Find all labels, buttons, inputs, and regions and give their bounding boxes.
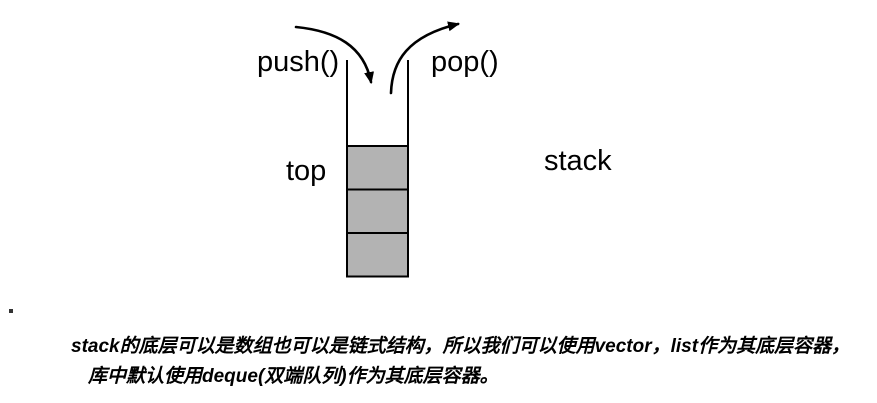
stack-cell bbox=[346, 188, 409, 234]
stack-cell bbox=[346, 232, 409, 278]
top-label: top bbox=[286, 155, 327, 187]
caption-text: stack的底层可以是数组也可以是链式结构，所以我们可以使用vector，lis… bbox=[71, 332, 861, 392]
stray-dot-mark bbox=[9, 309, 13, 313]
stack-label: stack bbox=[544, 145, 612, 177]
push-arrow bbox=[294, 25, 374, 84]
pop-arrow bbox=[389, 21, 460, 95]
stack-cell bbox=[346, 145, 409, 191]
caption-line-1: stack的底层可以是数组也可以是链式结构，所以我们可以使用vector，lis… bbox=[71, 336, 851, 357]
caption-line-2: 库中默认使用deque(双端队列)作为其底层容器。 bbox=[88, 366, 499, 387]
pop-label: pop() bbox=[431, 46, 499, 78]
push-label: push() bbox=[257, 46, 340, 78]
